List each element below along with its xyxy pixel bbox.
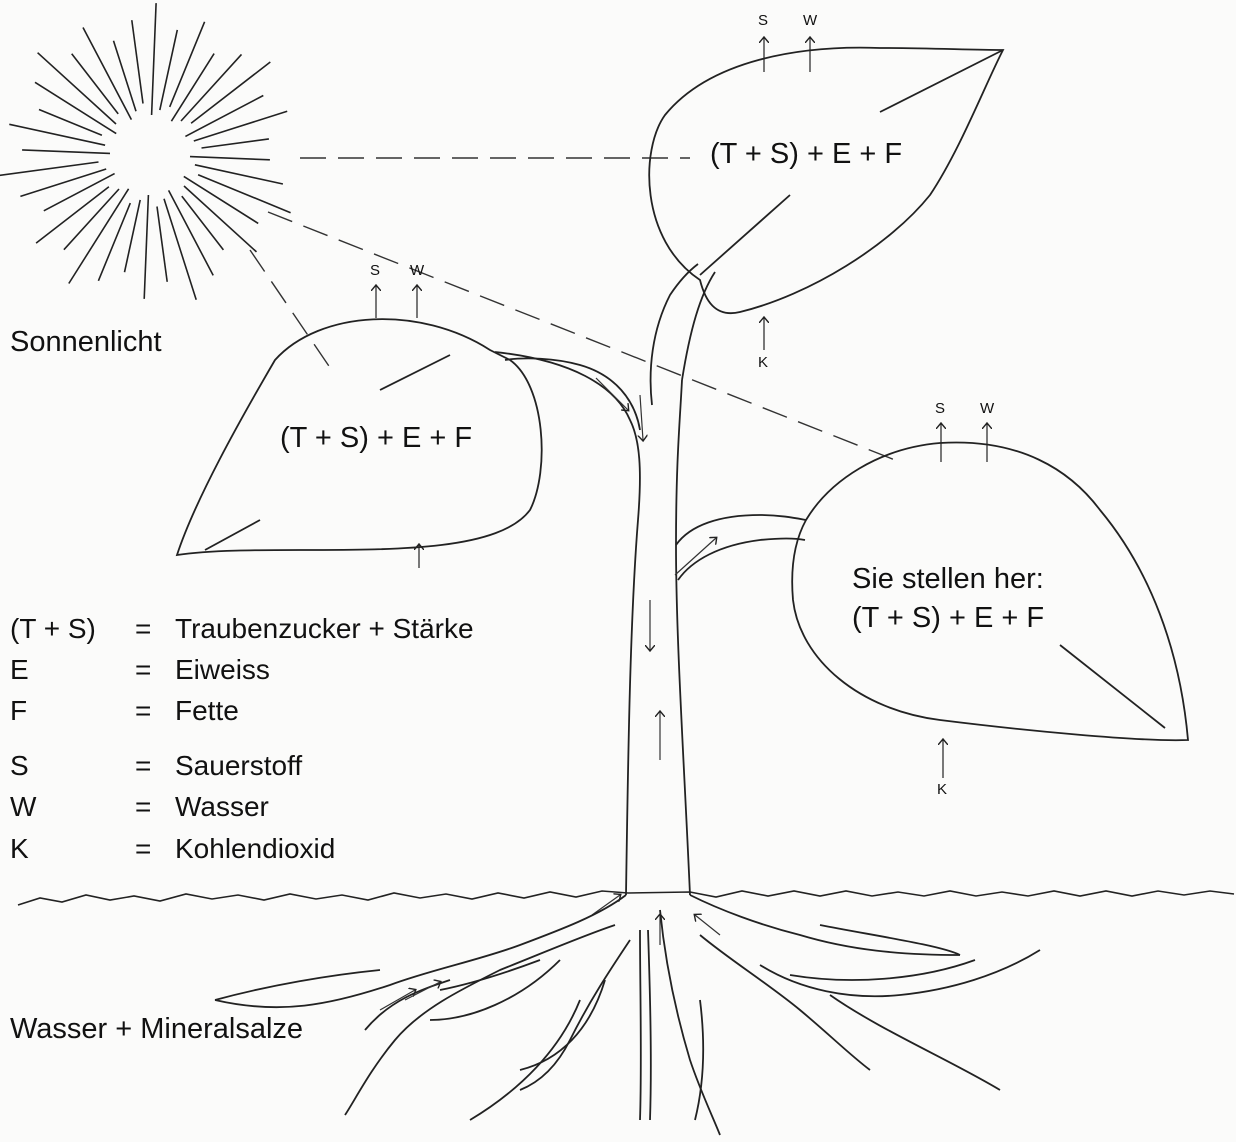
legend-row: (T + S) = Traubenzucker + Stärke <box>10 612 570 646</box>
sunlight-label: Sonnenlicht <box>10 326 162 358</box>
plant-stem <box>494 263 807 896</box>
co2-label: K <box>937 781 948 798</box>
legend-equals: = <box>135 654 152 685</box>
legend-equals: = <box>135 791 152 822</box>
leaf-right <box>791 441 1189 742</box>
legend-symbol: S <box>10 750 29 781</box>
sun-ray <box>163 198 197 301</box>
legend-equals: = <box>135 695 152 726</box>
sun-ray <box>123 199 141 273</box>
legend-meaning: Sauerstoff <box>175 750 303 781</box>
legend-equals: = <box>135 613 152 644</box>
sunlight-rays <box>249 157 901 463</box>
sun-icon <box>0 3 291 301</box>
legend-symbol: K <box>10 833 29 864</box>
sun-ray <box>190 61 271 124</box>
sun-ray <box>168 21 206 108</box>
sun-ray <box>159 29 179 111</box>
sun-ray <box>201 138 270 149</box>
sun-ray <box>112 40 137 112</box>
sun-ray <box>185 94 264 138</box>
sun-ray <box>183 185 258 253</box>
sun-ray <box>150 3 157 116</box>
sun-ray <box>156 206 168 282</box>
sun-ray <box>197 173 291 214</box>
leaf-top <box>648 46 1005 315</box>
sun-ray <box>71 53 119 115</box>
leaf-right-products: (T + S) + E + F <box>852 602 1045 634</box>
sun-ray <box>9 123 106 146</box>
leaf-top-products: (T + S) + E + F <box>710 138 903 170</box>
water-label: W <box>980 400 995 417</box>
sun-ray <box>37 52 117 125</box>
sun-ray <box>180 53 243 122</box>
legend-row: E = Eiweiss <box>10 653 570 687</box>
legend-row: F = Fette <box>10 694 570 728</box>
legend-row: S = Sauerstoff <box>10 749 570 783</box>
sun-ray <box>43 172 115 212</box>
oxygen-label: S <box>758 12 769 29</box>
legend-meaning: Kohlendioxid <box>175 833 336 864</box>
sun-ray <box>189 155 270 161</box>
water-label: W <box>803 12 818 29</box>
sun-ray <box>131 20 144 104</box>
legend-meaning: Fette <box>175 695 239 726</box>
legend-symbol: F <box>10 695 28 726</box>
sun-ray <box>143 194 150 299</box>
legend-meaning: Eiweiss <box>175 654 270 685</box>
sun-ray <box>0 161 99 177</box>
sun-ray <box>22 149 111 155</box>
sun-ray <box>20 168 107 198</box>
water-label: W <box>410 262 425 279</box>
oxygen-label: S <box>935 400 946 417</box>
legend-symbol: (T + S) <box>10 613 96 644</box>
leaf-left-products: (T + S) + E + F <box>280 422 473 454</box>
sun-ray <box>68 188 130 284</box>
produces-label: Sie stellen her: <box>852 563 1044 595</box>
sun-ray <box>38 108 103 137</box>
legend-equals: = <box>135 750 152 781</box>
sun-ray <box>63 188 120 251</box>
leaf-left <box>175 318 543 557</box>
legend-meaning: Wasser <box>175 791 269 822</box>
sun-ray <box>183 175 259 225</box>
soil-line <box>17 890 1235 906</box>
water-minerals-label: Wasser + Mineralsalze <box>10 1013 304 1045</box>
co2-label: K <box>758 354 769 371</box>
sun-ray <box>35 186 110 244</box>
oxygen-label: S <box>370 262 381 279</box>
sun-ray <box>181 195 225 251</box>
sun-ray <box>34 81 117 135</box>
legend-row: K = Kohlendioxid <box>10 832 570 866</box>
root-flow-arrows <box>379 982 440 1011</box>
legend-row: W = Wasser <box>10 790 570 824</box>
sun-ray <box>170 53 215 122</box>
gas-arrows <box>376 38 987 778</box>
legend-equals: = <box>135 833 152 864</box>
legend-symbol: E <box>10 654 29 685</box>
sun-ray <box>167 190 214 276</box>
legend-meaning: Traubenzucker + Stärke <box>175 613 474 644</box>
flow-arrows <box>591 377 721 945</box>
sun-ray <box>82 27 133 120</box>
sun-ray <box>194 164 284 185</box>
legend-symbol: W <box>10 791 37 822</box>
roots <box>214 894 1041 1136</box>
sun-ray <box>97 202 132 282</box>
sun-ray <box>193 110 288 142</box>
